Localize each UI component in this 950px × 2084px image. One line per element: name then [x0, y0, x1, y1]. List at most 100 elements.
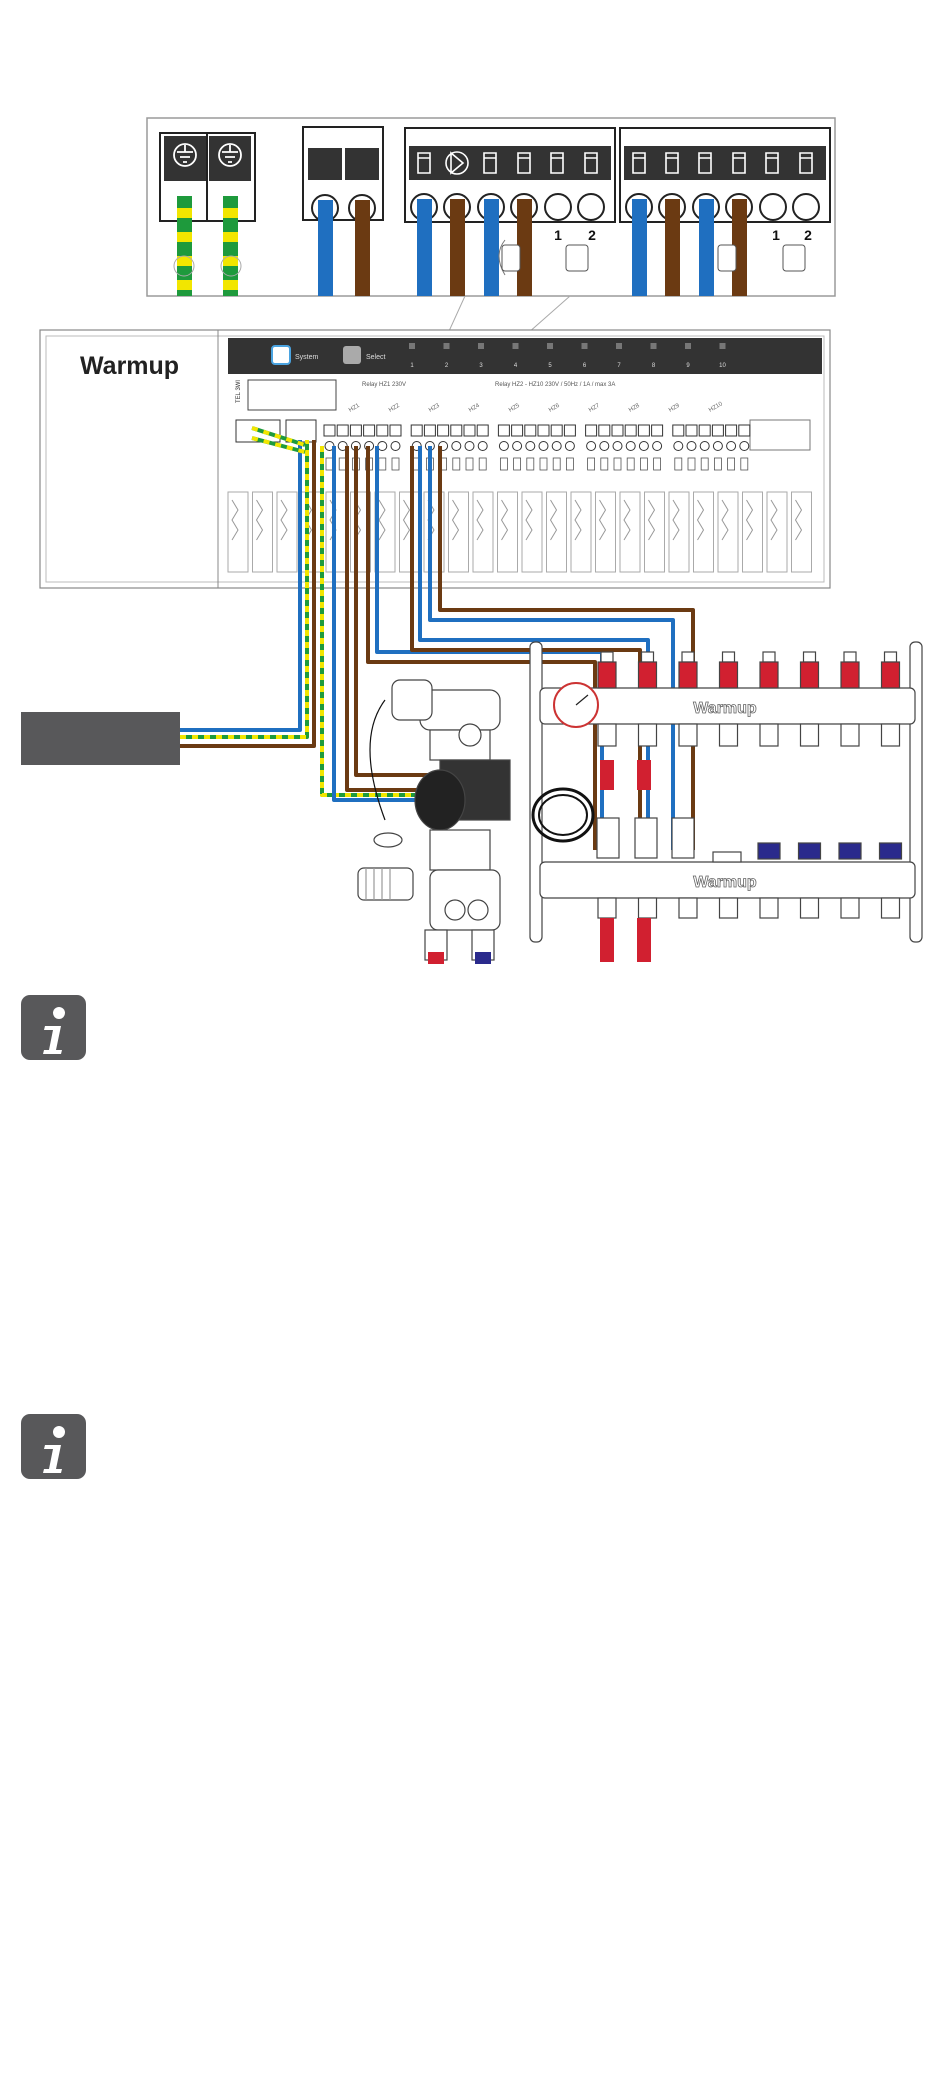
flow-port	[679, 898, 697, 918]
connector-bay	[400, 492, 420, 572]
flow-meter-cap	[804, 652, 816, 662]
terminal-slot	[424, 425, 435, 436]
valve-number: 2	[804, 227, 812, 243]
connector-bay	[498, 492, 518, 572]
actuator-symbol	[601, 458, 608, 470]
terminal-slot	[324, 425, 335, 436]
terminal-screw	[613, 442, 622, 451]
terminal-slot	[599, 425, 610, 436]
terminal-screw	[452, 442, 461, 451]
zone-led	[685, 343, 691, 349]
connector-bay	[669, 492, 689, 572]
actuator-symbol	[714, 458, 721, 470]
terminal-slot	[451, 425, 462, 436]
connector-bay	[473, 492, 493, 572]
flow-meter	[720, 662, 738, 688]
actuator-symbol	[479, 458, 486, 470]
flow-meter	[639, 662, 657, 688]
zone-led	[478, 343, 484, 349]
terminal-slot	[652, 425, 663, 436]
connector-bay	[228, 492, 248, 572]
actuator-symbol	[379, 458, 386, 470]
terminal-screw	[713, 442, 722, 451]
actuator-symbol	[553, 458, 560, 470]
controller-unit: Warmup System Select 12345678910 TEL 3Wl…	[40, 330, 830, 588]
actuator-symbol	[688, 458, 695, 470]
terminal-slot	[377, 425, 388, 436]
valve-cap	[839, 843, 861, 859]
select-button-icon	[343, 346, 361, 364]
terminal-slot	[411, 425, 422, 436]
terminal-slot	[498, 425, 509, 436]
terminal-slot	[625, 425, 636, 436]
actuator-symbol	[741, 458, 748, 470]
zone-led	[720, 343, 726, 349]
select-button-label: Select	[366, 354, 386, 361]
terminal-slot	[350, 425, 361, 436]
flow-meter	[841, 662, 859, 688]
actuator-symbol	[566, 458, 573, 470]
terminal-slot	[586, 425, 597, 436]
manifold-brand-bottom: Warmup	[693, 874, 757, 891]
terminal-screw	[600, 442, 609, 451]
earth-icon	[209, 136, 251, 181]
connector-bay	[620, 492, 640, 572]
terminal-slot	[477, 425, 488, 436]
terminal-slot	[712, 425, 723, 436]
terminal-screw	[539, 442, 548, 451]
connector-bay	[767, 492, 787, 572]
terminal-screw	[626, 442, 635, 451]
terminal-screw	[465, 442, 474, 451]
earth-icon	[164, 136, 206, 181]
connector-bay	[743, 492, 763, 572]
terminal-screw	[391, 442, 400, 451]
flow-port	[882, 898, 900, 918]
zone-led	[651, 343, 657, 349]
flow-meter-cap	[642, 652, 654, 662]
zone-led	[616, 343, 622, 349]
terminal-slot	[551, 425, 562, 436]
relay-hz1-label: Relay HZ1 230V	[362, 382, 406, 388]
actuator-symbol	[392, 458, 399, 470]
terminal-slot	[512, 425, 523, 436]
valve-number: 1	[772, 227, 780, 243]
actuator-symbol	[540, 458, 547, 470]
actuator-symbol	[466, 458, 473, 470]
terminal-screw	[513, 442, 522, 451]
actuator-symbol	[654, 458, 661, 470]
connector-bay	[449, 492, 469, 572]
terminal-screw	[378, 442, 387, 451]
flow-port	[639, 898, 657, 918]
flow-meter-cap	[601, 652, 613, 662]
terminal-slot	[538, 425, 549, 436]
terminal-slot	[564, 425, 575, 436]
actuator-symbol	[326, 458, 333, 470]
connector-bay	[718, 492, 738, 572]
flow-meter	[882, 662, 900, 688]
connector-bay	[694, 492, 714, 572]
zone-led	[582, 343, 588, 349]
flow-port	[801, 898, 819, 918]
terminal-screw	[565, 442, 574, 451]
terminal-slot	[438, 425, 449, 436]
zone-led	[444, 343, 450, 349]
actuator-symbol	[614, 458, 621, 470]
terminal-slot	[525, 425, 536, 436]
connector-bay	[253, 492, 273, 572]
flow-meter-cap	[763, 652, 775, 662]
zone-number: 10	[719, 363, 726, 369]
flow-meter-cap	[723, 652, 735, 662]
terminal-slot	[390, 425, 401, 436]
power-supply-box	[21, 712, 180, 765]
terminal-slot	[739, 425, 750, 436]
terminal-screw	[639, 442, 648, 451]
terminal-screw	[552, 442, 561, 451]
connector-bay	[277, 492, 297, 572]
return-port	[801, 724, 819, 746]
connector-bay	[571, 492, 591, 572]
terminal-screw	[499, 442, 508, 451]
terminal-slot	[686, 425, 697, 436]
flow-meter-cap	[682, 652, 694, 662]
actuator-symbol	[640, 458, 647, 470]
